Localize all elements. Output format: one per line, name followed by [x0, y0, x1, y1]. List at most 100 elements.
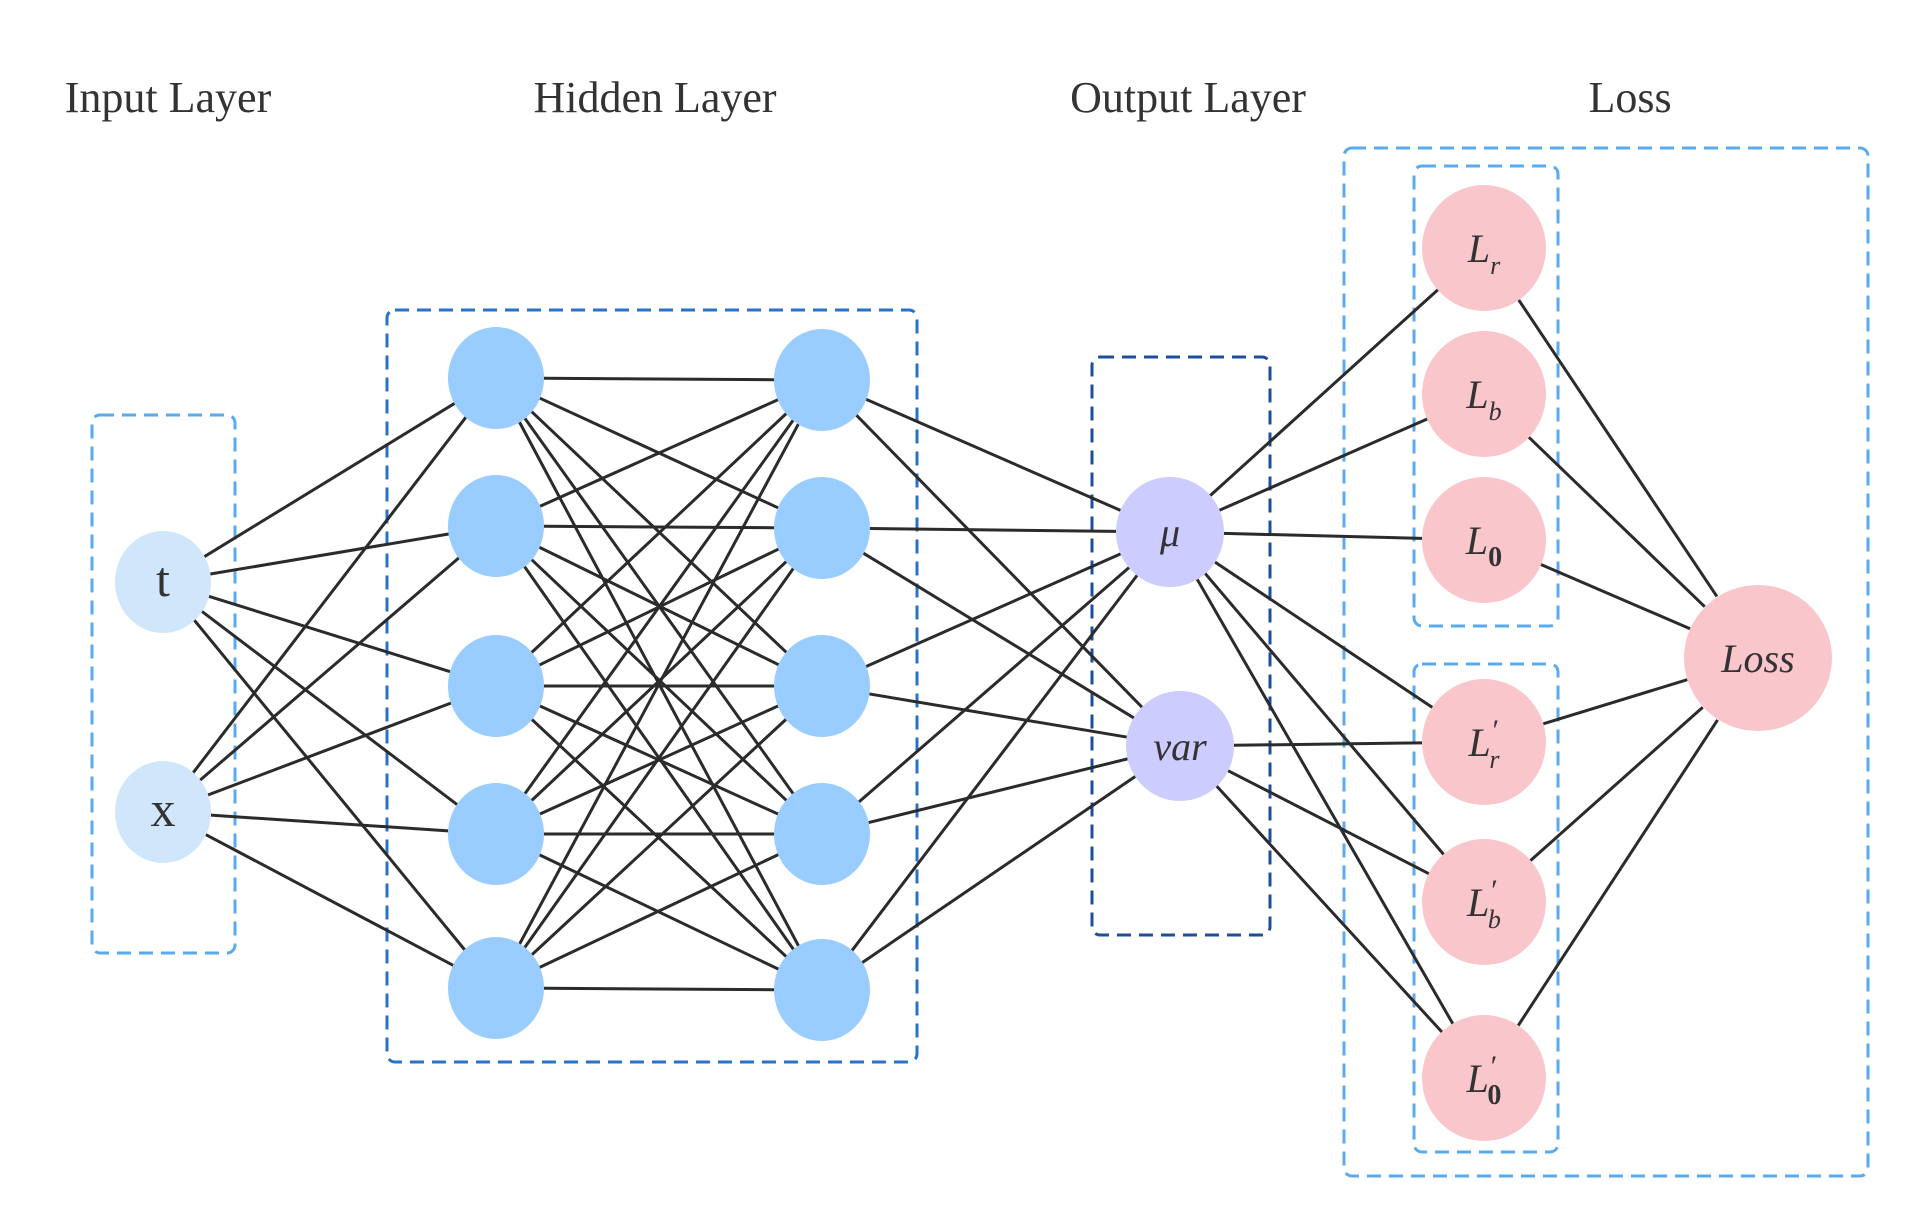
hidden2-node-1: [774, 477, 870, 579]
connections: [191, 288, 1719, 1034]
loss-term-label-4-subscript: b: [1488, 905, 1501, 934]
loss-term-label-4: L′b: [1466, 874, 1501, 934]
hidden1-node-4: [448, 937, 544, 1039]
loss-term-label-3-prime: ′: [1491, 714, 1498, 747]
hidden2-node-0: [774, 329, 870, 431]
edge-loss-total: [1527, 435, 1706, 608]
loss-term-label-2-subscript: 0: [1488, 542, 1502, 573]
loss-term-label-5-subscript: 0: [1487, 1080, 1501, 1111]
loss-term-node-3: [1422, 679, 1546, 805]
hidden2-node-4: [774, 939, 870, 1041]
edge-hidden2-output: [860, 775, 1137, 965]
loss-term-label-0: Lr: [1467, 226, 1501, 280]
edge-input-hidden1: [200, 609, 459, 807]
loss-group-a-box: [1412, 164, 1560, 628]
edge-hidden1-hidden2: [538, 853, 780, 969]
output-node-label-0: μ: [1159, 510, 1180, 555]
edge-input-hidden1: [192, 618, 467, 952]
loss-term-label-0-main: L: [1467, 226, 1490, 271]
edge-hidden1-hidden2: [543, 376, 775, 382]
output-layer-title: Output Layer: [1070, 73, 1306, 122]
edge-hidden2-output: [854, 413, 1144, 709]
output-node-label-1-main: var: [1153, 724, 1207, 769]
edge-hidden1-hidden2: [543, 524, 775, 530]
edge-hidden2-output: [862, 551, 1135, 720]
loss-term-node-0: [1422, 185, 1546, 311]
edge-hidden2-output: [865, 552, 1122, 668]
total-loss-node: [1684, 585, 1832, 731]
loss-group-b-box: [1412, 662, 1560, 1154]
loss-term-node-4: [1422, 839, 1546, 965]
input-node-label-0: t: [156, 551, 170, 607]
edge-input-hidden1: [207, 701, 452, 797]
input-layer-title: Input Layer: [65, 73, 272, 122]
edge-hidden2-output: [865, 397, 1122, 512]
edge-mu-loss: [1223, 531, 1423, 540]
edge-var-loss: [1233, 741, 1423, 747]
loss-term-label-3: L′r: [1468, 714, 1501, 774]
edge-hidden2-output: [869, 527, 1117, 533]
loss-term-label-5-prime: ′: [1489, 1050, 1496, 1083]
edge-hidden2-output: [868, 757, 1128, 824]
hidden1-node-1: [448, 475, 544, 577]
edge-input-hidden1: [204, 833, 455, 967]
loss-term-label-2: L0: [1465, 518, 1502, 573]
loss-term-node-2: [1422, 477, 1546, 603]
loss-term-label-2-main: L: [1465, 518, 1488, 563]
hidden2-node-3: [774, 783, 870, 885]
total-loss-label-main: Loss: [1720, 636, 1794, 681]
edge-loss-total: [1529, 706, 1704, 862]
edge-hidden1-hidden2: [530, 717, 788, 957]
total-loss-label: Loss: [1720, 636, 1794, 681]
loss-term-label-1-subscript: b: [1489, 397, 1502, 426]
edge-var-loss: [1227, 769, 1430, 876]
input-node-1: [115, 761, 211, 863]
edge-var-loss: [1215, 784, 1444, 1034]
loss-term-label-4-main: L: [1466, 880, 1489, 925]
loss-term-label-1: Lb: [1465, 372, 1501, 426]
output-layer-box: [1090, 355, 1272, 937]
edge-loss-total: [1516, 719, 1719, 1027]
edge-loss-total: [1542, 678, 1688, 726]
loss-term-node-5: [1422, 1015, 1546, 1141]
hidden1-node-3: [448, 783, 544, 885]
edge-hidden1-hidden2: [522, 566, 796, 950]
edge-input-hidden1: [203, 401, 456, 559]
edge-input-hidden1: [191, 415, 468, 775]
edge-hidden2-output: [869, 692, 1127, 739]
output-node-label-0-main: μ: [1159, 510, 1180, 555]
loss-term-label-3-main: L: [1468, 720, 1491, 765]
input-node-label-1-main: x: [151, 781, 176, 837]
loss-term-node-1: [1422, 331, 1546, 457]
edge-hidden1-hidden2: [543, 986, 775, 992]
loss-title: Loss: [1588, 73, 1671, 122]
edge-loss-total: [1540, 563, 1691, 631]
edge-input-hidden1: [198, 556, 461, 782]
edge-mu-loss: [1209, 288, 1440, 497]
edge-hidden1-hidden2: [539, 398, 779, 508]
output-node-0: [1116, 477, 1224, 587]
hidden-layer-title: Hidden Layer: [533, 73, 776, 122]
output-node-1: [1126, 691, 1234, 801]
edge-hidden1-hidden2: [522, 418, 796, 796]
loss-outer-box: [1342, 146, 1870, 1178]
edge-hidden1-hidden2: [529, 411, 789, 655]
hidden1-node-2: [448, 635, 544, 737]
edge-input-hidden1: [208, 594, 451, 674]
edge-hidden2-output: [849, 574, 1139, 953]
loss-term-label-5-main: L: [1466, 1056, 1489, 1101]
edge-mu-loss: [1214, 560, 1434, 709]
loss-term-label-1-main: L: [1465, 372, 1488, 417]
hidden1-node-0: [448, 327, 544, 429]
loss-term-label-4-prime: ′: [1489, 874, 1496, 907]
output-node-label-1: var: [1153, 724, 1207, 769]
loss-term-label-3-subscript: r: [1489, 745, 1500, 774]
loss-term-label-5: L′0: [1466, 1050, 1502, 1111]
edge-mu-loss: [1203, 572, 1446, 856]
input-node-label-0-main: t: [156, 551, 170, 607]
input-node-label-1: x: [151, 781, 176, 837]
hidden2-node-2: [774, 635, 870, 737]
edge-input-hidden1: [210, 532, 449, 576]
